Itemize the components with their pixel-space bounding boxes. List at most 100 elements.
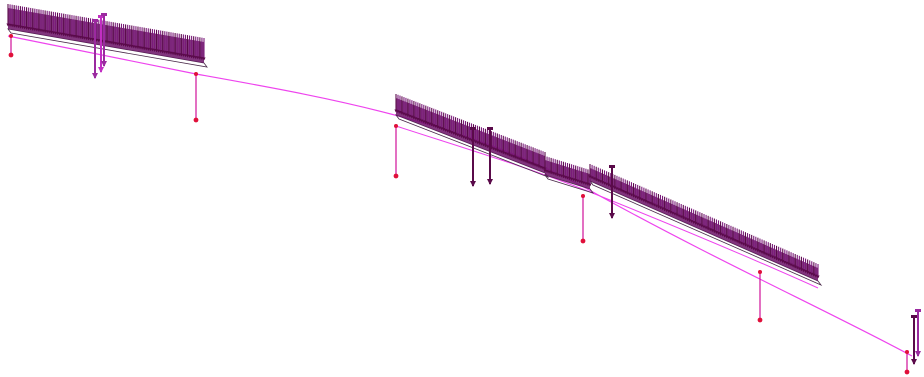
load-arrow-head: [596, 179, 600, 183]
load-arrow-head: [398, 111, 402, 115]
deck-segment: [7, 28, 208, 68]
girder-edge-line: [395, 125, 819, 289]
load-arrow-head: [598, 180, 602, 184]
distributed-load-band: [543, 156, 592, 189]
load-arrow-head: [696, 222, 700, 226]
load-arrow-head: [656, 205, 660, 209]
load-arrow-head: [777, 258, 781, 262]
load-arrow-head: [602, 181, 607, 185]
load-arrow-head: [803, 270, 808, 274]
distributed-load-band: [588, 164, 820, 281]
load-arrow-head: [644, 200, 648, 204]
load-arrow-head: [787, 262, 791, 266]
load-arrow-head: [473, 140, 478, 144]
load-arrow-head: [687, 219, 692, 223]
load-arrow-head: [789, 263, 793, 267]
support-base-node: [8, 52, 14, 58]
distributed-load-arrays: [6, 4, 820, 281]
distributed-load-band: [6, 4, 206, 63]
load-arrow-head: [652, 203, 656, 207]
load-arrow-head: [692, 220, 696, 224]
load-arrow-head: [529, 162, 533, 166]
point-load-arrow: [92, 19, 98, 79]
load-arrow-head: [588, 183, 592, 187]
load-arrow-head: [607, 183, 611, 187]
load-arrow-head: [795, 266, 799, 270]
load-arrow-head: [410, 115, 414, 119]
load-arrow-head: [454, 132, 458, 136]
load-arrow-head: [541, 166, 545, 170]
load-arrow-head: [737, 240, 741, 244]
load-arrow-head: [683, 217, 687, 221]
load-arrow-head: [685, 218, 690, 222]
load-arrow-head: [748, 245, 752, 249]
load-arrow-head: [621, 190, 625, 194]
load-arrow-head: [648, 201, 652, 205]
load-arrow-head: [493, 148, 497, 152]
load-arrow-head: [455, 133, 460, 137]
load-arrow-head: [723, 234, 727, 238]
load-arrow-head: [467, 138, 472, 142]
point-load-arrows: [92, 13, 921, 365]
load-arrow-head: [625, 191, 629, 195]
point-load-head: [911, 359, 917, 365]
load-arrow-head: [774, 257, 779, 261]
load-arrow-head: [783, 260, 787, 264]
load-arrow-head: [426, 121, 430, 125]
load-arrow-head: [592, 177, 596, 181]
load-arrow-head: [698, 223, 702, 227]
load-arrow-head: [650, 202, 654, 206]
load-arrow-head: [412, 116, 416, 120]
load-arrow-head: [745, 244, 750, 248]
load-arrow-head: [430, 123, 434, 127]
load-arrow-head: [791, 264, 795, 268]
support-base-node: [904, 369, 910, 375]
point-load-head: [915, 351, 921, 357]
point-load-cap: [98, 15, 104, 18]
load-arrow-head: [479, 142, 484, 146]
load-arrow-head: [797, 267, 801, 271]
load-arrow-head: [629, 193, 634, 197]
point-load-cap: [609, 165, 615, 168]
load-arrow-head: [631, 194, 636, 198]
load-arrow-head: [452, 131, 456, 135]
load-arrow-head: [509, 154, 513, 158]
support-top-node: [905, 350, 909, 354]
load-arrow-head: [801, 269, 806, 273]
point-load-arrow: [470, 127, 476, 187]
load-arrow-head: [404, 113, 408, 117]
support-base-node: [580, 238, 586, 244]
deck-segments: [7, 28, 823, 286]
load-arrow-head: [667, 210, 671, 214]
load-arrow-head: [766, 253, 770, 257]
load-arrow-head: [436, 125, 440, 129]
load-arrow-head: [808, 271, 812, 275]
load-arrow-head: [712, 230, 716, 234]
point-load-cap: [487, 127, 493, 130]
load-arrow-head: [700, 224, 704, 228]
load-arrow-head: [477, 141, 482, 145]
load-arrow-head: [523, 159, 527, 163]
load-arrow-head: [799, 268, 804, 272]
load-arrow-head: [718, 232, 723, 236]
load-arrow-head: [497, 149, 501, 153]
load-arrow-head: [446, 129, 450, 133]
load-arrow-head: [716, 231, 721, 235]
load-arrow-head: [499, 150, 503, 154]
support-top-node: [581, 194, 585, 198]
load-arrow-head: [673, 212, 677, 216]
load-arrow-head: [669, 210, 673, 214]
load-arrow-head: [590, 176, 594, 180]
load-arrow-head: [702, 225, 706, 229]
load-arrow-head: [623, 190, 627, 194]
load-arrow-head: [402, 112, 406, 116]
load-arrow-head: [658, 206, 663, 210]
load-arrow-head: [733, 239, 737, 243]
load-arrow-head: [743, 243, 748, 247]
load-arrow-head: [785, 261, 789, 265]
load-arrow-head: [400, 111, 404, 115]
support-base-node: [757, 317, 763, 323]
load-arrow-head: [615, 187, 619, 191]
